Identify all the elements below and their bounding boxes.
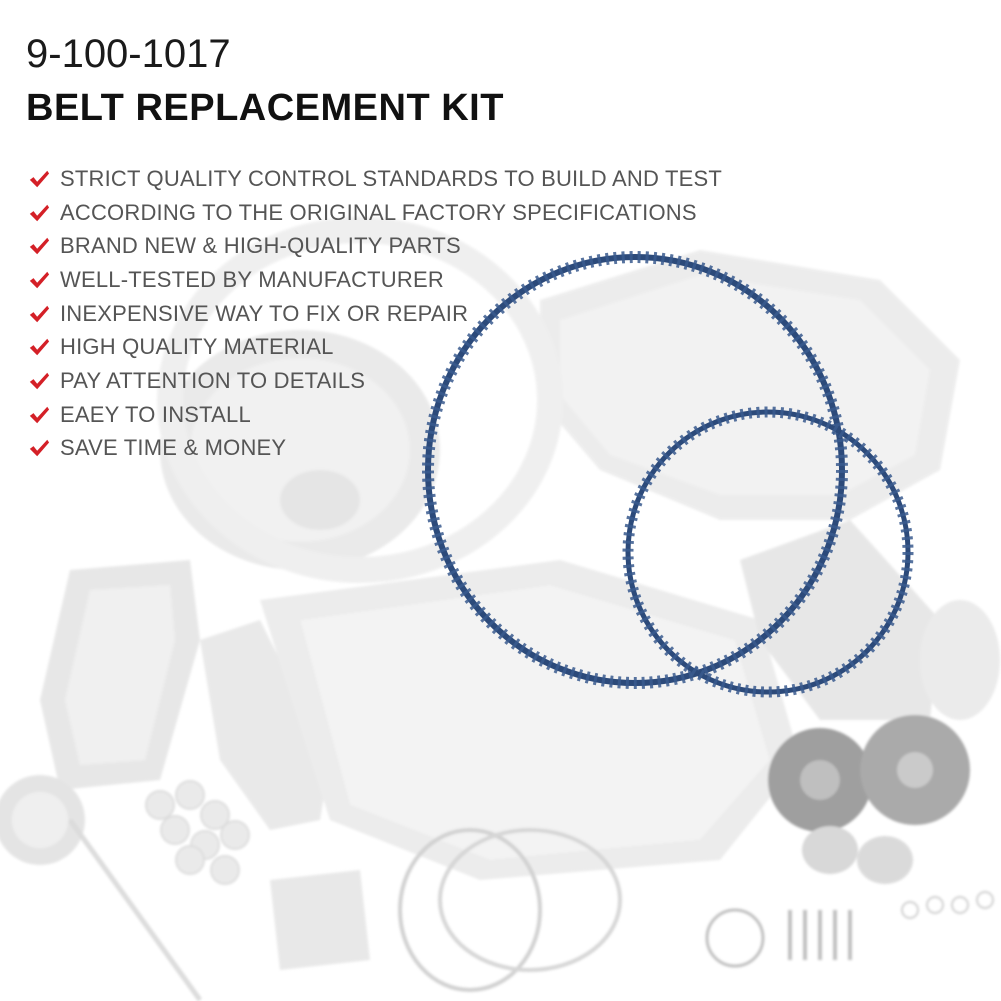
checkmark-icon	[29, 237, 50, 255]
checkmark-icon	[29, 372, 50, 390]
feature-text: INEXPENSIVE WAY TO FIX OR REPAIR	[60, 300, 469, 326]
feature-item: WELL-TESTED BY MANUFACTURER	[28, 263, 722, 297]
checkmark-icon	[29, 339, 50, 356]
feature-text: PAY ATTENTION TO DETAILS	[60, 367, 366, 393]
checkmark-icon	[29, 271, 50, 289]
checkmark-icon	[29, 440, 50, 457]
feature-item: BRAND NEW & HIGH-QUALITY PARTS	[28, 229, 722, 263]
checkmark-icon	[29, 406, 50, 423]
feature-text: SAVE TIME & MONEY	[60, 435, 287, 461]
feature-item: SAVE TIME & MONEY	[28, 432, 722, 466]
part-number: 9-100-1017	[26, 32, 231, 76]
product-title: BELT REPLACEMENT KIT	[26, 87, 504, 129]
feature-text: ACCORDING TO THE ORIGINAL FACTORY SPECIF…	[60, 199, 697, 225]
feature-text: HIGH QUALITY MATERIAL	[60, 334, 334, 360]
checkmark-icon	[29, 204, 50, 221]
checkmark-icon	[29, 170, 50, 188]
background-parts	[0, 217, 1000, 1001]
feature-item: STRICT QUALITY CONTROL STANDARDS TO BUIL…	[28, 162, 722, 196]
feature-text: STRICT QUALITY CONTROL STANDARDS TO BUIL…	[60, 165, 722, 191]
feature-item: EAEY TO INSTALL	[28, 398, 722, 432]
feature-text: WELL-TESTED BY MANUFACTURER	[60, 266, 444, 292]
feature-text: BRAND NEW & HIGH-QUALITY PARTS	[60, 233, 461, 259]
feature-item: PAY ATTENTION TO DETAILS	[28, 364, 722, 398]
feature-list: STRICT QUALITY CONTROL STANDARDS TO BUIL…	[28, 162, 722, 465]
feature-item: HIGH QUALITY MATERIAL	[28, 330, 722, 364]
feature-text: EAEY TO INSTALL	[60, 401, 251, 427]
checkmark-icon	[29, 305, 50, 322]
belts	[422, 251, 914, 698]
feature-item: ACCORDING TO THE ORIGINAL FACTORY SPECIF…	[28, 196, 722, 230]
feature-item: INEXPENSIVE WAY TO FIX OR REPAIR	[28, 297, 722, 331]
